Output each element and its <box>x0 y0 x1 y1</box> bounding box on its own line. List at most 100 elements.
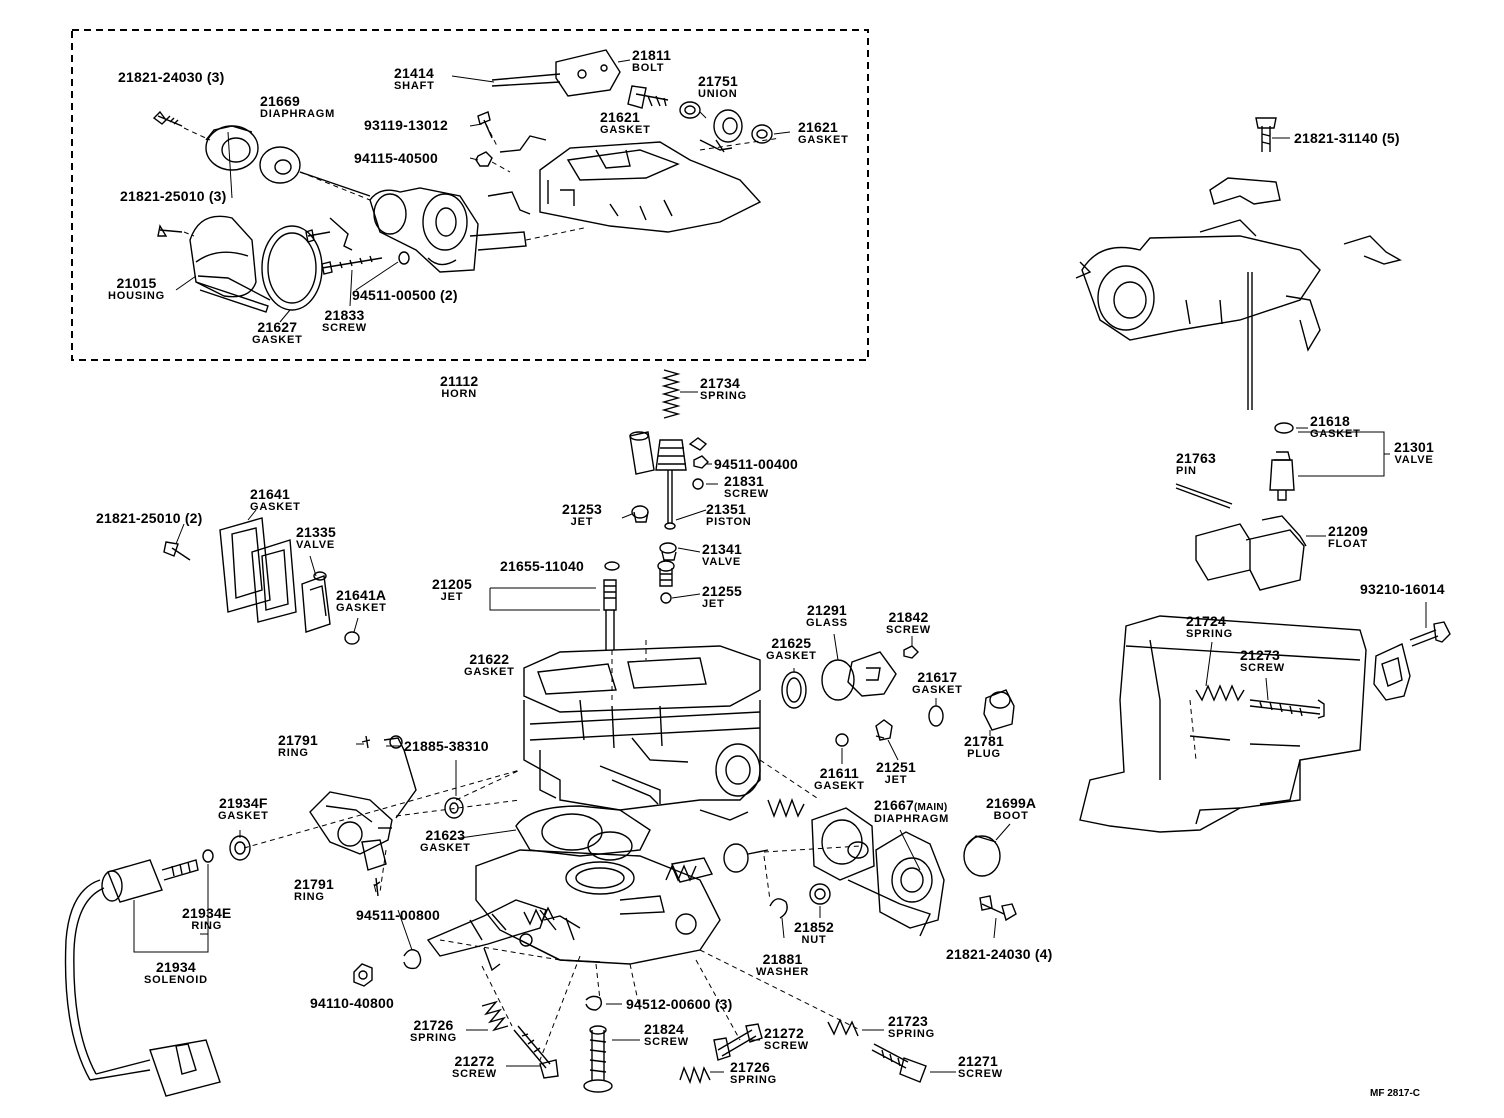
gasket-21625-icon <box>781 671 807 709</box>
part-name: SCREW <box>452 1068 497 1080</box>
gasket-21611-icon <box>835 733 849 747</box>
spring-throttle-icon <box>523 906 555 926</box>
part-number: 21251 <box>876 759 916 775</box>
part-number: 21885-38310 <box>404 738 489 754</box>
screw-21273-icon <box>1249 699 1325 719</box>
ring-21934e-icon <box>202 849 214 863</box>
gasket-21641-b-icon <box>251 539 297 623</box>
part-number: 21811 <box>632 47 672 63</box>
part-name: RING <box>278 747 309 759</box>
part-name: GASKET <box>252 334 303 346</box>
gasket-21618-icon <box>1274 422 1294 434</box>
part-name: RING <box>294 891 325 903</box>
part-name: GASKET <box>464 666 515 678</box>
part-name: JET <box>440 591 464 603</box>
label-21885-38310: 21885-38310 <box>404 739 489 753</box>
screw-21824-icon <box>583 1025 613 1093</box>
part-name: PIN <box>1176 465 1197 477</box>
screw-94511-00400-icon <box>693 455 709 469</box>
part-number: 93119-13012 <box>364 117 448 133</box>
part-number: 21791 <box>294 876 334 892</box>
gasket-21621-b-icon <box>751 124 773 144</box>
part-name: SCREW <box>724 488 769 500</box>
screw-93119-13012-icon <box>477 111 493 139</box>
part-name: HOUSING <box>108 290 165 302</box>
screw-21831-icon <box>692 478 704 490</box>
part-name: SPRING <box>1186 628 1233 640</box>
screw-21272-b-icon <box>713 1023 763 1061</box>
label-94511-00400: 94511-00400 <box>714 457 798 471</box>
spring-diaphragm-icon <box>767 798 805 818</box>
washer-small-top-icon <box>688 437 708 451</box>
part-number: 21821-24030 (4) <box>946 946 1053 962</box>
part-name: SPRING <box>888 1028 935 1040</box>
label-94110-40800: 94110-40800 <box>310 996 394 1010</box>
diaphragm-housing-icon <box>847 831 945 937</box>
valve-21341-icon <box>659 542 677 561</box>
part-name: JET <box>884 774 908 786</box>
part-number-value: 21667 <box>874 797 914 813</box>
part-number: 93210-16014 <box>1360 581 1445 597</box>
part-number: 21833 <box>324 307 365 323</box>
gasket-21627-icon <box>261 225 323 311</box>
part-number: 21414 <box>394 65 434 81</box>
screw-21842-icon <box>903 645 919 659</box>
gasket-21623-small-icon <box>444 797 464 819</box>
part-number: 21821-25010 (2) <box>96 510 203 526</box>
spring-21726-b-icon <box>679 1065 711 1085</box>
part-number: 21205 <box>432 576 472 592</box>
part-name: SOLENOID <box>144 974 208 986</box>
plug-21781-icon <box>983 689 1015 731</box>
screw-21271-icon <box>871 1043 927 1083</box>
cover-plate-icon <box>847 651 897 697</box>
part-number: 21831 <box>724 473 764 489</box>
label-93210-16014: 93210-16014 <box>1360 582 1445 596</box>
washer-94511-00800-icon <box>403 949 422 970</box>
pin-21763-icon <box>1175 483 1233 509</box>
ring-21791-a-icon <box>361 735 371 749</box>
label-21821-24030-4: 21821-24030 (4) <box>946 947 1053 961</box>
label-21655-11040: 21655-11040 <box>500 559 584 573</box>
part-name: VALVE <box>296 539 336 551</box>
part-variant: (MAIN) <box>913 802 948 813</box>
gasket-21641-icon <box>219 517 271 613</box>
part-name: BOOT <box>993 810 1029 822</box>
part-number: 21622 <box>469 651 510 667</box>
part-number: 21641A <box>336 587 387 603</box>
part-name: FLOAT <box>1328 538 1368 550</box>
part-name: GASKET <box>1310 428 1361 440</box>
part-number: 21641 <box>250 486 290 502</box>
piston-21351-icon <box>655 439 687 530</box>
part-name: GLASS <box>806 617 848 629</box>
housing-21015-icon <box>189 215 271 313</box>
jet-21251-icon <box>875 719 893 741</box>
part-name: RING <box>191 920 223 932</box>
spring-throttle-stop-icon <box>665 864 697 882</box>
throttle-lever-icon <box>426 899 581 972</box>
screw-21821-25010-icon <box>157 224 183 237</box>
screw-21821-31140-icon <box>1255 117 1277 152</box>
label-21821-25010-2: 21821-25010 (2) <box>96 511 203 525</box>
part-name: SCREW <box>644 1036 689 1048</box>
label-94115-40500: 94115-40500 <box>354 151 438 165</box>
part-number: 21253 <box>562 501 602 517</box>
part-name: VALVE <box>1394 454 1434 466</box>
part-number: 21271 <box>958 1053 998 1069</box>
label-94511-00800: 94511-00800 <box>356 908 440 922</box>
